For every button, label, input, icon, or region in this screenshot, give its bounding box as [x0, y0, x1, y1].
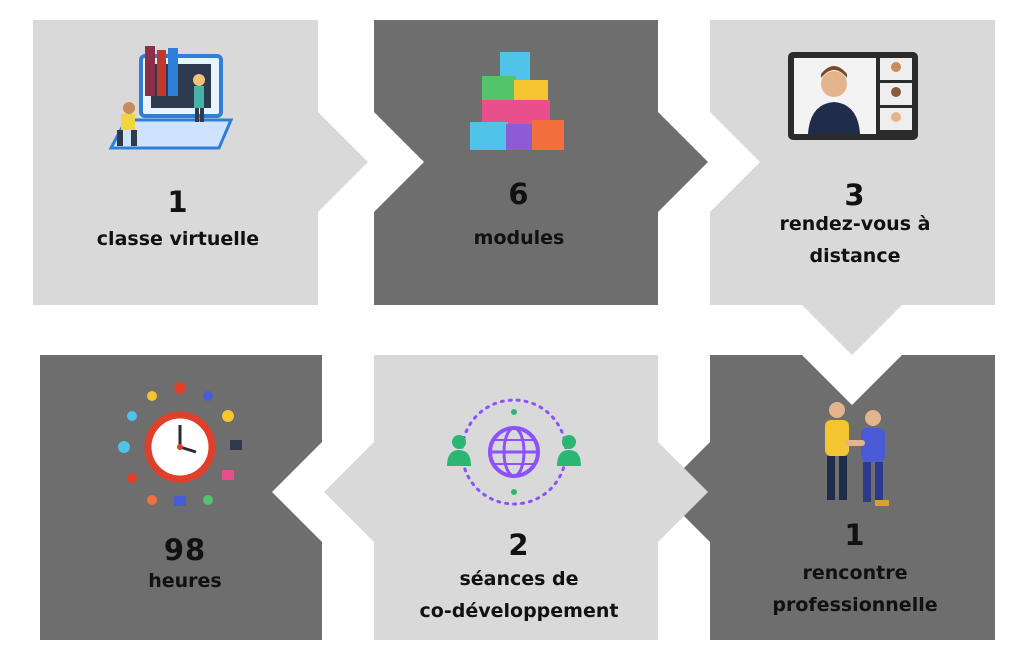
step-label: rendez-vous à distance: [779, 213, 931, 267]
building-blocks-icon: [470, 52, 564, 150]
panel-modules: [374, 20, 708, 305]
step-rencontre: 1 rencontre professionnelle: [710, 355, 1000, 640]
step-label: heures: [148, 570, 222, 592]
global-network-icon: [447, 398, 581, 506]
step-number: 98: [163, 533, 207, 567]
step-number: 3: [844, 178, 866, 212]
step-number: 6: [508, 177, 530, 211]
handshake-icon: [825, 402, 889, 506]
step-label: séances de co-développement: [419, 568, 619, 622]
step-modules: 6 modules: [374, 20, 664, 305]
step-label: classe virtuelle: [96, 228, 260, 250]
step-label: modules: [473, 227, 565, 249]
panel-co-developpement: [324, 355, 708, 640]
step-label: rencontre professionnelle: [772, 562, 938, 616]
step-number: 2: [508, 528, 530, 562]
step-number: 1: [167, 185, 189, 219]
video-call-icon: [788, 52, 918, 140]
step-number: 1: [844, 518, 866, 552]
step-heures: 98 heures: [40, 355, 330, 640]
time-management-clock-icon: [118, 382, 242, 506]
panel-classe-virtuelle: [33, 20, 368, 305]
panel-rendez-vous: [710, 20, 995, 355]
step-co-developpement: 2 séances de co-développement: [374, 355, 664, 640]
virtual-classroom-icon: [108, 46, 234, 150]
step-classe-virtuelle: 1 classe virtuelle: [33, 20, 323, 305]
step-rendez-vous: 3 rendez-vous à distance: [710, 20, 1000, 305]
